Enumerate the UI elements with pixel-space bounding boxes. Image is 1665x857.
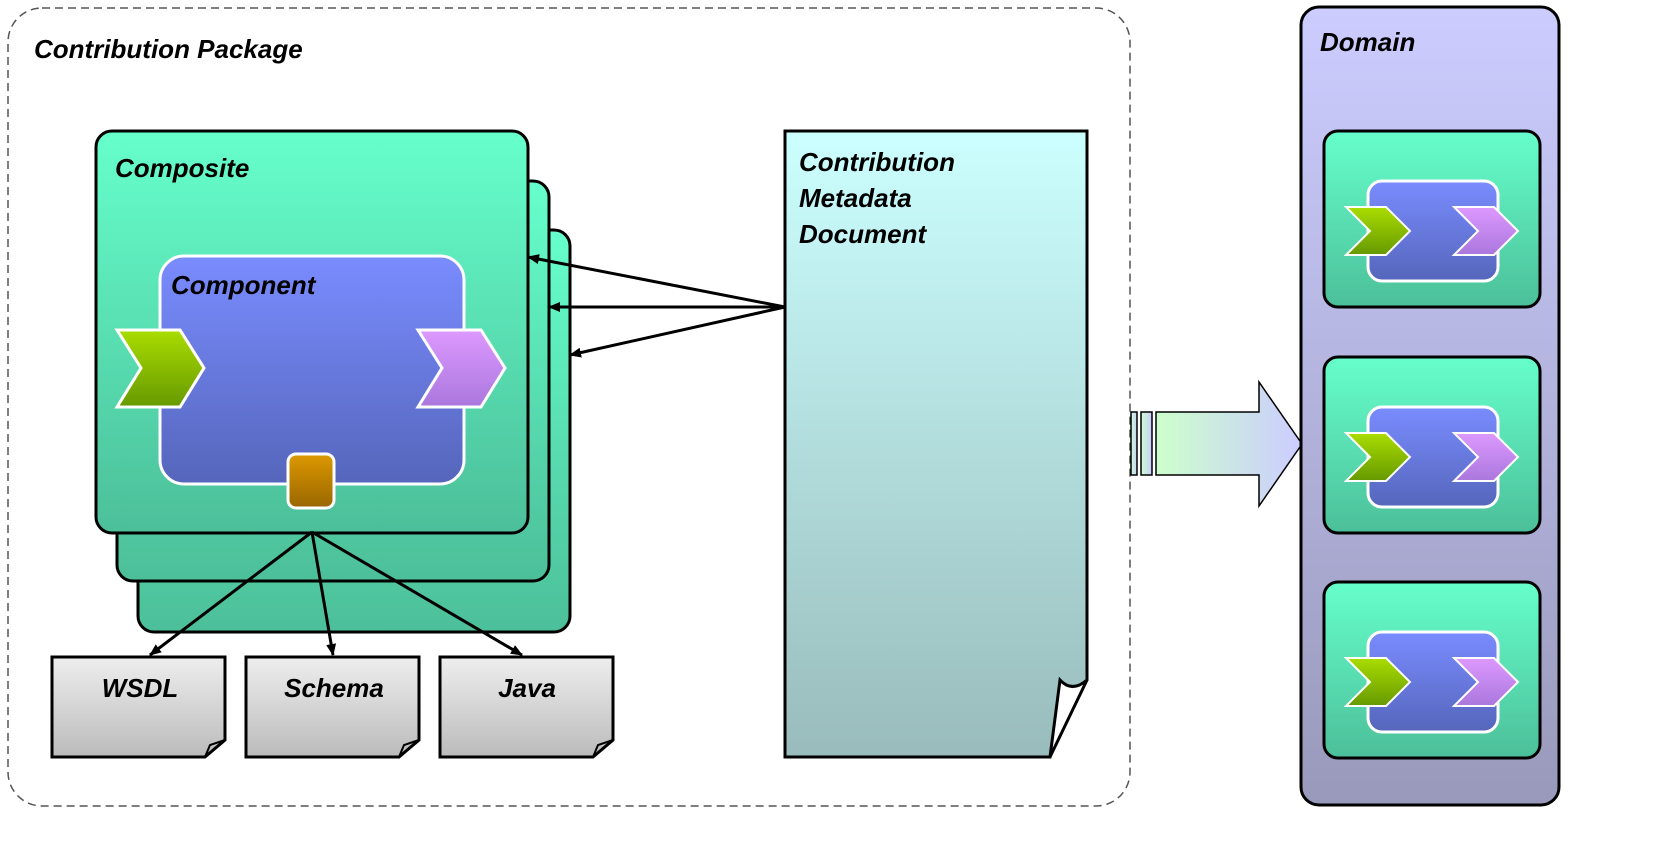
- metadata-document-line-2: Metadata: [799, 183, 912, 213]
- metadata-document-line-1: Contribution: [799, 147, 955, 177]
- arrow-to-java: [311, 530, 523, 657]
- contribution-package-label: Contribution Package: [34, 34, 303, 64]
- domain-composite-2: [1322, 355, 1542, 535]
- domain-composite-1: [1322, 129, 1542, 309]
- component: Component: [114, 254, 507, 510]
- chevron-purple-icon: [415, 328, 507, 409]
- domain-composite-3: [1322, 580, 1542, 760]
- artifact-java-label: Java: [498, 673, 556, 703]
- arrow-to-schema: [310, 531, 337, 656]
- deploy-arrow: [1130, 379, 1303, 509]
- domain-label: Domain: [1320, 27, 1415, 57]
- artifact-schema-label: Schema: [284, 673, 384, 703]
- domain: Domain: [1299, 5, 1561, 807]
- chevron-green-icon: [114, 328, 206, 409]
- composite-label: Composite: [115, 153, 249, 183]
- arrow-to-composite-back-2: [569, 305, 786, 358]
- artifact-arrows: [149, 530, 523, 657]
- arrow-to-wsdl: [149, 530, 313, 657]
- metadata-document-line-3: Document: [799, 219, 927, 249]
- artifact-java: Java: [438, 655, 615, 759]
- property-square-icon: [286, 452, 336, 510]
- arrow-to-composite-front: [527, 254, 786, 309]
- metadata-arrows: [527, 254, 786, 358]
- artifact-schema: Schema: [244, 655, 421, 759]
- artifact-wsdl-label: WSDL: [102, 673, 179, 703]
- component-label: Component: [171, 270, 317, 300]
- artifact-wsdl: WSDL: [50, 655, 227, 759]
- metadata-document: Contribution Metadata Document: [783, 129, 1089, 759]
